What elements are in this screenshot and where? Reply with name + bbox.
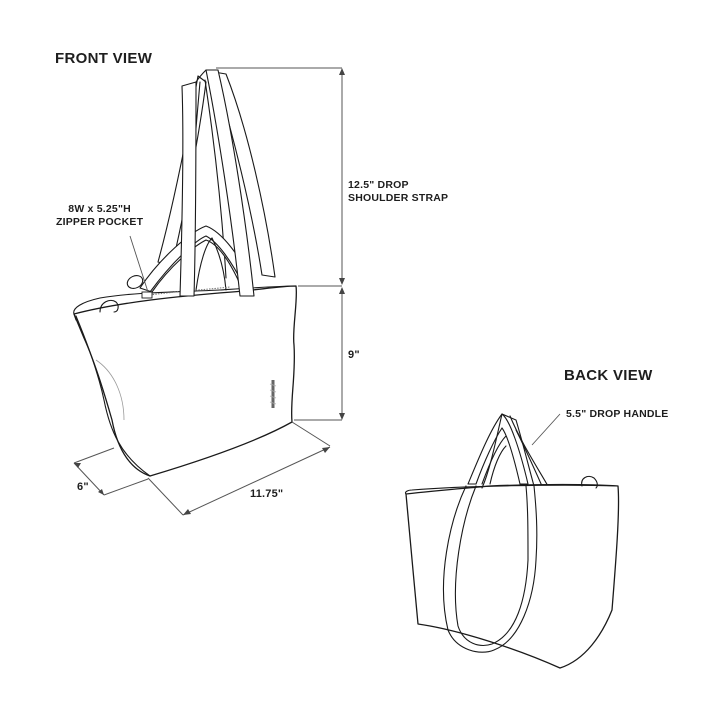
front-view-title: FRONT VIEW bbox=[55, 50, 153, 67]
pocket-type-text: ZIPPER POCKET bbox=[56, 216, 144, 228]
handle-leader-line bbox=[531, 413, 561, 446]
logo-tag bbox=[269, 380, 277, 408]
front-view-drawing bbox=[73, 67, 345, 516]
strap-drop-dimension bbox=[216, 67, 345, 285]
pocket-size-text: 8W x 5.25"H bbox=[68, 203, 131, 215]
shoulder-strap-label: 12.5" DROP SHOULDER STRAP bbox=[348, 179, 448, 205]
back-view-drawing bbox=[404, 413, 620, 669]
depth-dimension bbox=[73, 447, 149, 496]
depth-dimension-label: 6" bbox=[77, 481, 89, 493]
body-height-dimension bbox=[294, 285, 345, 421]
shoulder-straps-front bbox=[179, 69, 255, 297]
zipper-pocket-label: 8W x 5.25"H ZIPPER POCKET bbox=[56, 203, 143, 229]
strap-drop-text: 12.5" DROP bbox=[348, 179, 409, 191]
width-dimension bbox=[147, 421, 331, 516]
height-dimension-label: 9" bbox=[348, 349, 360, 361]
width-dimension-label: 11.75" bbox=[250, 488, 284, 500]
bag-body-front bbox=[73, 285, 298, 477]
pocket-leader-line bbox=[129, 235, 149, 293]
bag-body-back bbox=[405, 483, 620, 669]
strap-type-text: SHOULDER STRAP bbox=[348, 192, 449, 204]
back-view-title: BACK VIEW bbox=[564, 367, 653, 384]
drop-handle-label: 5.5" DROP HANDLE bbox=[566, 408, 669, 420]
